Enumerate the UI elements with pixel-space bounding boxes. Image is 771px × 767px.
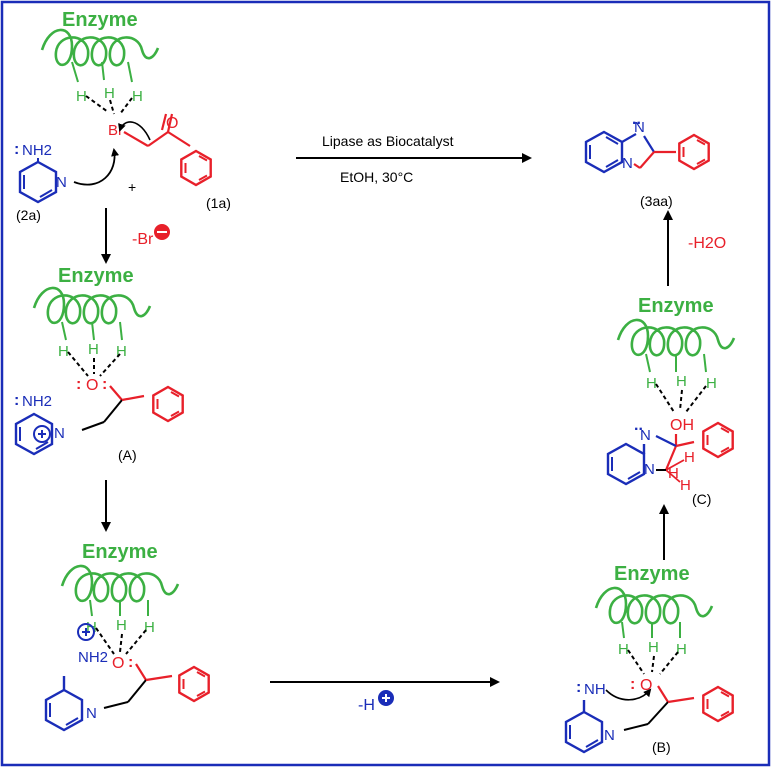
label-C: (C): [692, 491, 711, 507]
svg-text:H: H: [680, 477, 691, 494]
label-3aa: (3aa): [640, 193, 673, 209]
loss-br: -Br: [132, 231, 154, 248]
nh2-A: NH2: [22, 393, 52, 410]
hydrogen-5c: H: [706, 375, 717, 392]
hydrogen-1a: H: [76, 88, 87, 105]
nh2-2a: NH2: [22, 142, 52, 159]
loss-h2o: -H2O: [688, 235, 726, 252]
svg-text::: :: [14, 392, 19, 409]
n-2a: N: [56, 174, 67, 191]
aminopyridine-2a: NH2 : N (2a) +: [14, 141, 136, 223]
hydrogen-5b: H: [676, 373, 687, 390]
plus-sign: +: [128, 179, 136, 195]
svg-text::: :: [576, 679, 581, 696]
hydrogen-4a: H: [618, 641, 629, 658]
svg-text::: :: [14, 141, 19, 158]
enzyme-label-3: Enzyme: [82, 541, 158, 563]
n-C-imine: N: [640, 427, 651, 444]
svg-text::: :: [630, 676, 635, 693]
enzyme-C: Enzyme H H H: [616, 295, 736, 413]
plus-charge-iminium: [77, 623, 95, 641]
oh-C: OH: [670, 417, 694, 434]
enzyme-B: Enzyme H H H: [594, 563, 714, 675]
br-1a: Br: [108, 122, 123, 139]
hydrogen-5a: H: [646, 375, 657, 392]
hydrogen-2b: H: [88, 341, 99, 358]
label-2a: (2a): [16, 207, 41, 223]
hydrogen-4b: H: [648, 639, 659, 656]
hydrogen-2a: H: [58, 343, 69, 360]
conditions-label: EtOH, 30°C: [340, 169, 413, 185]
svg-text::: :: [76, 376, 81, 393]
enzyme-label-1: Enzyme: [62, 9, 138, 31]
o-A: O: [86, 377, 98, 394]
loss-h: -H: [358, 697, 375, 714]
intermediate-C: OH H H H N .. N (C): [606, 417, 734, 507]
enzyme-A: Enzyme H H H: [32, 265, 152, 377]
enzyme-top-left: Enzyme H H H: [40, 9, 160, 115]
nh-B: NH: [584, 681, 606, 698]
o-iminium: O: [112, 655, 124, 672]
hydrogen-1c: H: [132, 88, 143, 105]
n-iminium: N: [86, 705, 97, 722]
intermediate-B: O : : NH N (B): [564, 676, 734, 755]
svg-text:..: ..: [634, 417, 643, 434]
nh2-iminium: NH2: [78, 649, 108, 666]
hydrogen-4c: H: [676, 641, 687, 658]
o-1a: O: [166, 115, 178, 132]
n-A: N: [54, 425, 65, 442]
o-B: O: [640, 677, 652, 694]
enzyme-label-5: Enzyme: [638, 295, 714, 317]
hydrogen-3b: H: [116, 617, 127, 634]
phenacyl-bromide-1a: Br O (1a): [108, 113, 231, 211]
label-A: (A): [118, 447, 137, 463]
enzyme-label-2: Enzyme: [58, 265, 134, 287]
hydrogen-1b: H: [104, 85, 115, 102]
catalyst-label: Lipase as Biocatalyst: [322, 133, 454, 149]
label-1a: (1a): [206, 195, 231, 211]
enzyme-label-4: Enzyme: [614, 563, 690, 585]
plus-charge-A: [33, 425, 51, 443]
hydrogen-2c: H: [116, 343, 127, 360]
svg-text:H: H: [668, 465, 679, 482]
svg-text:H: H: [684, 449, 695, 466]
hydrogen-3c: H: [144, 619, 155, 636]
intermediate-A: O : : NH2 : N (A): [14, 376, 184, 463]
product-3aa: N .. N (3aa): [584, 111, 710, 209]
n-C-ring: N: [644, 461, 655, 478]
label-B: (B): [652, 739, 671, 755]
svg-text:..: ..: [632, 111, 641, 128]
n-3aa-top: N: [634, 119, 645, 136]
n-3aa-bridge: N: [622, 155, 633, 172]
n-B: N: [604, 727, 615, 744]
svg-text::: :: [102, 376, 107, 393]
iminium-intermediate: O : NH2 N: [44, 623, 210, 732]
svg-text::: :: [128, 654, 133, 671]
